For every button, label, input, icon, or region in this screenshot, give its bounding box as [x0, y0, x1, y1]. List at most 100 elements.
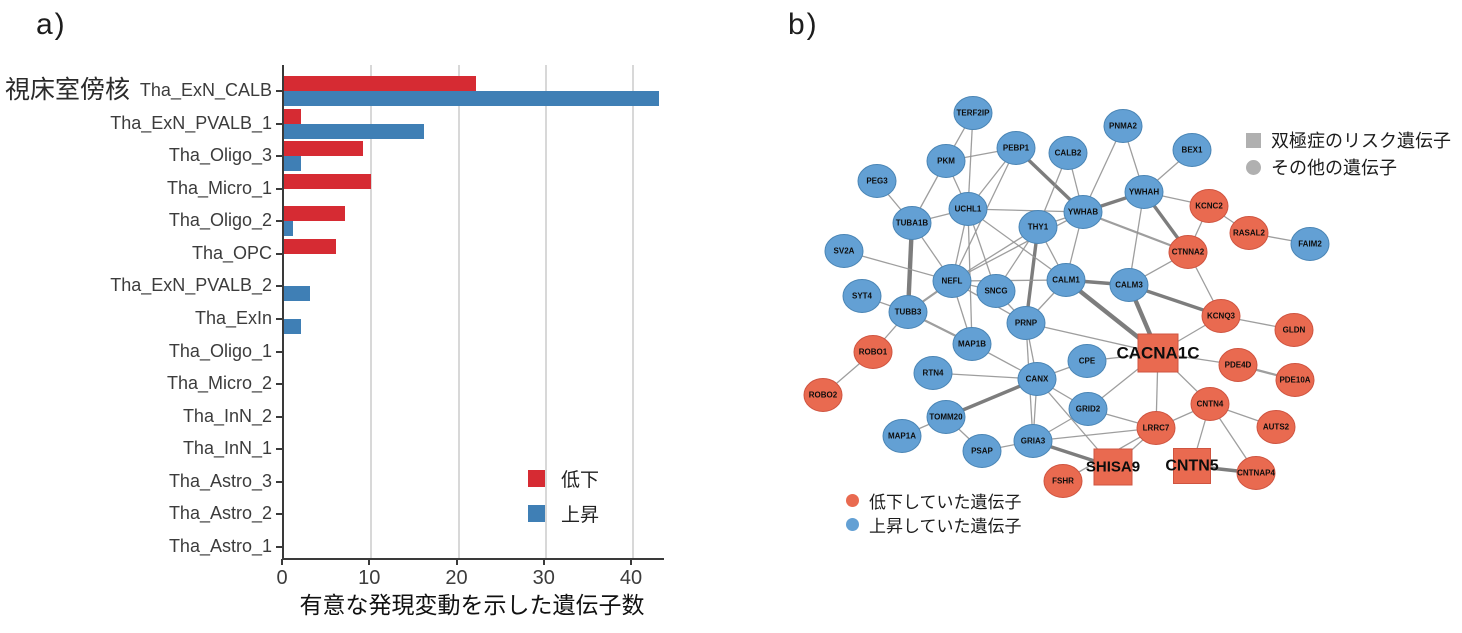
node-label-ROBO1: ROBO1 [859, 348, 888, 357]
node-label-THY1: THY1 [1028, 223, 1049, 232]
legend-item-低下: 低下 [528, 465, 599, 492]
x-tick-label: 10 [358, 567, 381, 589]
node-YWHAB [1063, 195, 1103, 229]
legend-circle-icon [846, 518, 859, 531]
node-ROBO2 [803, 378, 843, 412]
x-tick-mark [630, 559, 632, 565]
node-AUTS2 [1256, 410, 1296, 444]
node-UCHL1 [948, 192, 988, 226]
bar-chart-plot-area [276, 65, 664, 560]
network-legend-label: 上昇していた遺伝子 [869, 517, 1022, 536]
bar-低下-Tha_OPC [284, 238, 337, 254]
network-legend-item: その他の遺伝子 [1246, 154, 1397, 180]
node-TUBA1B [892, 206, 932, 240]
category-label-Tha_Micro_2: Tha_Micro_2 [166, 373, 272, 394]
node-KCNQ3 [1201, 299, 1241, 333]
category-label-Tha_ExN_CALB: Tha_ExN_CALB [139, 80, 272, 101]
node-TUBB3 [888, 295, 928, 329]
node-label-AUTS2: AUTS2 [1263, 423, 1290, 432]
x-tick-label: 40 [619, 567, 643, 589]
network-legend-label: その他の遺伝子 [1271, 158, 1397, 178]
node-NEFL [932, 264, 972, 298]
node-label-CALB2: CALB2 [1055, 149, 1082, 158]
category-label-Tha_Oligo_3: Tha_Oligo_3 [168, 145, 272, 166]
node-label-SYT4: SYT4 [852, 292, 873, 301]
network-legend-item: 双極症のリスク遺伝子 [1246, 127, 1451, 153]
node-GRIA3 [1013, 424, 1053, 458]
node-label-CNTN5: CNTN5 [1165, 458, 1218, 475]
x-tick-label: 0 [276, 567, 288, 589]
edge-YWHAB-NEFL [951, 211, 1084, 282]
category-label-Tha_Astro_1: Tha_Astro_1 [168, 535, 272, 556]
x-tick-mark [542, 559, 545, 565]
node-label-PKM: PKM [937, 157, 955, 166]
legend-swatch [528, 470, 545, 487]
node-PEBP1 [996, 131, 1036, 165]
y-tick-mark [276, 155, 282, 158]
bar-低下-Tha_ExN_PVALB_1 [284, 108, 302, 124]
node-label-UCHL1: UCHL1 [955, 205, 982, 214]
node-RTN4 [913, 356, 953, 390]
node-CTNNA2 [1168, 235, 1208, 269]
y-tick-mark [276, 448, 282, 451]
bar-chart-legend: 低下上昇 [528, 465, 678, 526]
edge-UCHL1-CALM1 [967, 208, 1067, 281]
node-FSHR [1043, 464, 1083, 498]
node-label-TUBA1B: TUBA1B [896, 219, 929, 228]
x-tick-label: 20 [445, 567, 468, 589]
bar-低下-Tha_Oligo_3 [284, 141, 363, 157]
category-label-Tha_InN_2: Tha_InN_2 [182, 405, 272, 426]
node-PEG3 [857, 164, 897, 198]
category-label-Tha_ExN_PVALB_1: Tha_ExN_PVALB_1 [110, 112, 272, 133]
category-label-Tha_Micro_1: Tha_Micro_1 [166, 177, 272, 198]
node-TOMM20 [926, 400, 966, 434]
node-CPE [1067, 344, 1107, 378]
bar-上昇-Tha_ExN_CALB [284, 91, 660, 107]
y-tick-mark [276, 545, 282, 548]
node-label-SV2A: SV2A [834, 247, 855, 256]
panel-a-label: a) [36, 8, 67, 41]
node-label-CALM3: CALM3 [1115, 281, 1143, 290]
node-TERF2IP [953, 96, 993, 130]
node-label-FAIM2: FAIM2 [1298, 240, 1322, 249]
x-tick-mark [281, 559, 283, 565]
node-CNTNAP4 [1236, 456, 1276, 490]
node-CACNA1C [1137, 333, 1179, 373]
node-label-PRNP: PRNP [1015, 319, 1038, 328]
edge-PRNP-CACNA1C [1025, 322, 1159, 354]
y-tick-mark [276, 285, 282, 288]
y-tick-mark [276, 350, 282, 353]
x-axis-title: 有意な発現変動を示した遺伝子数 [299, 592, 645, 618]
x-tick-mark [455, 559, 458, 565]
node-BEX1 [1172, 133, 1212, 167]
node-label-CNTNAP4: CNTNAP4 [1237, 469, 1275, 478]
node-ROBO1 [853, 335, 893, 369]
node-label-YWHAB: YWHAB [1068, 208, 1098, 217]
node-label-YWHAH: YWHAH [1129, 188, 1159, 197]
node-CALB2 [1048, 136, 1088, 170]
category-label-Tha_Astro_3: Tha_Astro_3 [168, 470, 272, 491]
node-label-RTN4: RTN4 [923, 369, 944, 378]
node-label-SNCG: SNCG [984, 287, 1007, 296]
node-label-BEX1: BEX1 [1182, 146, 1203, 155]
node-PDE4D [1218, 348, 1258, 382]
node-label-PSAP: PSAP [971, 447, 993, 456]
node-CANX [1017, 362, 1057, 396]
category-label-Tha_InN_1: Tha_InN_1 [182, 438, 272, 459]
node-label-GRID2: GRID2 [1076, 405, 1101, 414]
node-label-KCNQ3: KCNQ3 [1207, 312, 1236, 321]
x-tick-mark [368, 559, 371, 565]
x-tick-label: 30 [532, 567, 555, 589]
node-PSAP [962, 434, 1002, 468]
node-label-TERF2IP: TERF2IP [957, 109, 991, 118]
node-CNTN4 [1190, 387, 1230, 421]
node-YWHAH [1124, 175, 1164, 209]
node-label-PNMA2: PNMA2 [1109, 122, 1138, 131]
category-label-Tha_Astro_2: Tha_Astro_2 [168, 503, 272, 524]
legend-circle-icon [846, 494, 859, 507]
node-MAP1B [952, 327, 992, 361]
node-CALM3 [1109, 268, 1149, 302]
y-tick-mark [276, 90, 282, 93]
